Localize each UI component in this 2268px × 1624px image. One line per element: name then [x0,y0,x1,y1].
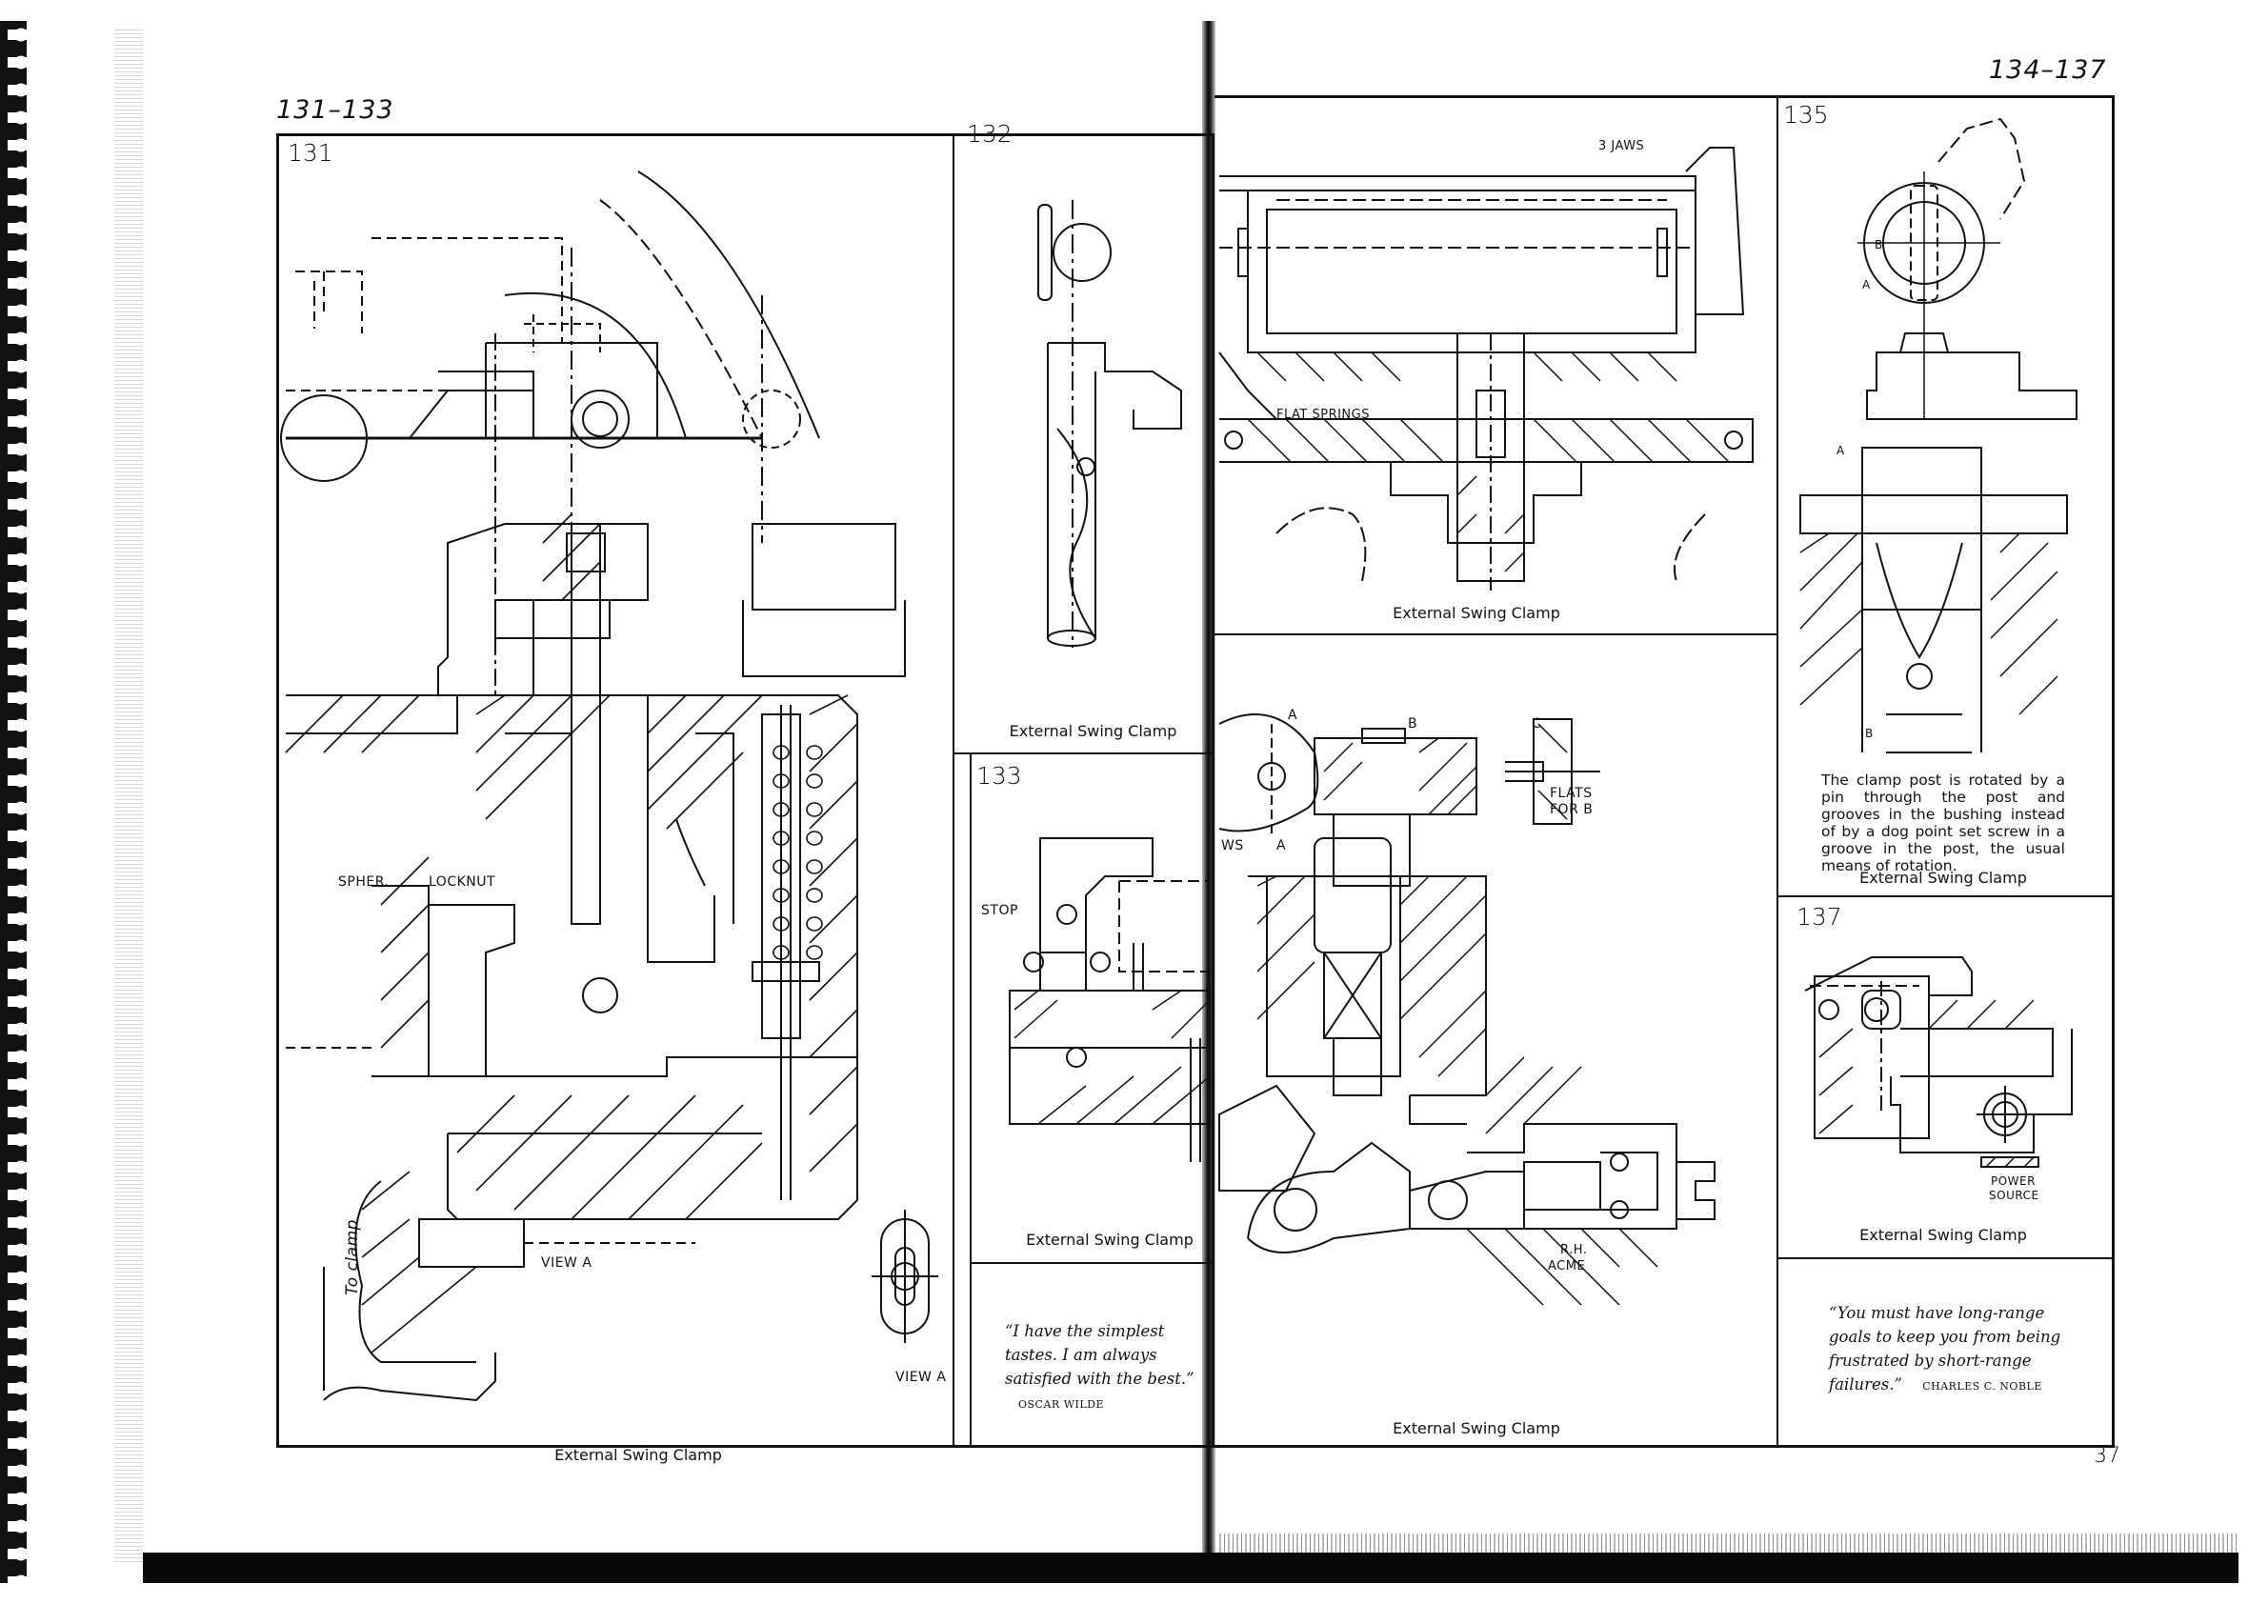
label-135-a2: A [1836,444,1845,457]
panel-number-137: 137 [1796,903,1842,931]
spiral-binding-graphic [0,21,29,1583]
scan-shadow-bar [143,1553,2238,1583]
label-135-a1: A [1862,278,1871,291]
drawing-134-top [1219,133,1772,591]
label-135-b2: B [1865,727,1874,740]
description-135: The clamp post is rotated by a pin throu… [1821,772,2065,874]
label-c: C [1532,716,1542,732]
panel-number-133: 133 [976,762,1022,790]
label-acme: ACME [1548,1259,1586,1273]
label-135-b1: B [1875,238,1883,251]
label-b: B [1408,716,1418,732]
drawing-131 [286,162,953,1438]
panel-number-132: 132 [967,120,1013,148]
divider [1214,633,1776,635]
divider [1776,895,2115,897]
label-for-b: FOR B [1550,802,1594,817]
label-flats: FLATS [1550,786,1593,801]
quote-author: CHARLES C. NOBLE [1922,1380,2042,1393]
drawing-135 [1791,105,2105,762]
divider [953,752,1214,754]
label-locknut: LOCKNUT [429,874,496,890]
panel-number-131: 131 [288,139,333,167]
caption-132: External Swing Clamp [1009,722,1177,740]
label-a-bottom: A [1276,838,1287,853]
quote-text: “I have the simplest tastes. I am always… [1005,1322,1194,1388]
left-page-frame [276,133,1214,1448]
right-page-range: 134–137 [1989,55,2107,85]
quote-text: “You must have long-range goals to keep … [1829,1304,2061,1393]
page-number: 37 [2094,1444,2120,1468]
left-page-range: 131–133 [276,95,394,125]
label-3-jaws: 3 JAWS [1598,139,1645,153]
caption-134-bottom: External Swing Clamp [1393,1419,1560,1437]
caption-137: External Swing Clamp [1859,1226,2027,1244]
drawing-132 [1029,200,1210,657]
panel-number-135: 135 [1783,101,1829,129]
scan-noise-bottom [1219,1534,2238,1553]
label-rh: R.H. [1560,1243,1588,1257]
drawing-137 [1796,924,2100,1200]
divider [970,1262,1214,1264]
label-jaws-fragment: WS [1221,838,1244,853]
quote-oscar-wilde: “I have the simplest tastes. I am always… [1005,1319,1214,1416]
scan-noise [114,29,143,1562]
caption-133: External Swing Clamp [1026,1231,1194,1249]
drawing-133 [1000,819,1214,1200]
label-stop: STOP [981,903,1018,918]
label-view-a-title: VIEW A [895,1370,947,1385]
label-view-a-arrow: VIEW A [541,1255,592,1271]
divider [1776,95,1778,1448]
caption-135: External Swing Clamp [1859,869,2027,887]
divider [953,133,954,1448]
divider [970,752,972,1448]
caption-134-top: External Swing Clamp [1393,604,1560,622]
caption-131: External Swing Clamp [554,1446,722,1464]
label-spher: SPHER. [338,874,390,890]
quote-author: OSCAR WILDE [1018,1398,1104,1411]
divider [1776,1257,2115,1259]
label-to-clamp: To clamp [343,1219,362,1295]
label-source: SOURCE [1989,1189,2039,1202]
quote-charles-noble: “You must have long-range goals to keep … [1829,1301,2086,1398]
drawing-134-bottom [1219,695,1772,1419]
label-a-top: A [1288,708,1298,723]
label-flat-springs: FLAT SPRINGS [1276,408,1370,422]
right-page-frame [1214,95,2115,1448]
label-power: POWER [1991,1174,2036,1188]
spiral-binding [0,21,29,1583]
